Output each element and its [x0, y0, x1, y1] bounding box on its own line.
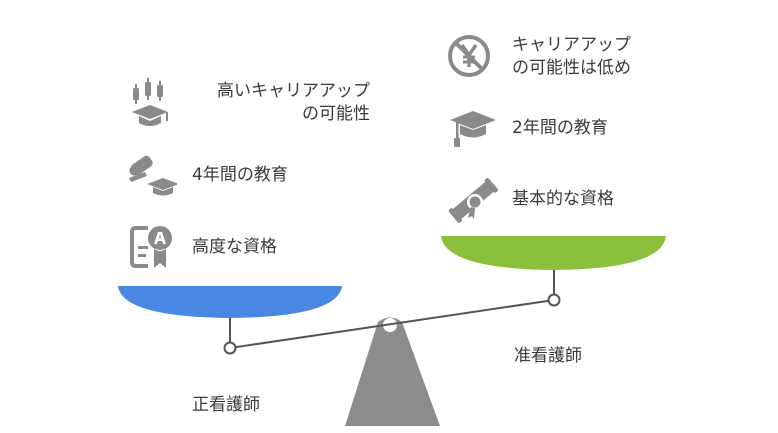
right-pan	[441, 236, 666, 270]
graduation-cap-icon	[450, 111, 496, 147]
left-item-career-line1: 高いキャリアアップ	[217, 81, 370, 101]
right-item-qualification-label: 基本的な資格	[512, 189, 614, 209]
left-hanger-joint	[223, 341, 237, 355]
scale-beam	[229, 299, 555, 349]
right-item-education-label: 2年間の教育	[512, 118, 608, 138]
left-side-title: 正看護師	[192, 395, 260, 415]
scale-stand	[345, 317, 440, 426]
certificate-a-badge-icon	[130, 226, 172, 268]
diploma-scroll-icon	[448, 177, 498, 223]
right-item-career-label: キャリアアップ の可能性は低め	[512, 34, 631, 80]
no-yen-icon	[448, 35, 490, 77]
left-pan	[118, 286, 342, 318]
right-item-career-line1: キャリアアップ	[512, 35, 631, 55]
left-item-career-line2: の可能性	[302, 104, 370, 124]
diploma-cap-icon	[129, 155, 177, 196]
left-item-career-label: 高いキャリアアップ の可能性	[217, 80, 370, 126]
left-item-qualification-label: 高度な資格	[192, 237, 277, 257]
left-item-education-label: 4年間の教育	[192, 165, 288, 185]
right-side-title: 准看護師	[514, 346, 582, 366]
right-item-career-line2: の可能性は低め	[512, 58, 631, 78]
right-hanger-joint	[547, 293, 561, 307]
growth-chart-graduate-icon	[132, 78, 168, 126]
